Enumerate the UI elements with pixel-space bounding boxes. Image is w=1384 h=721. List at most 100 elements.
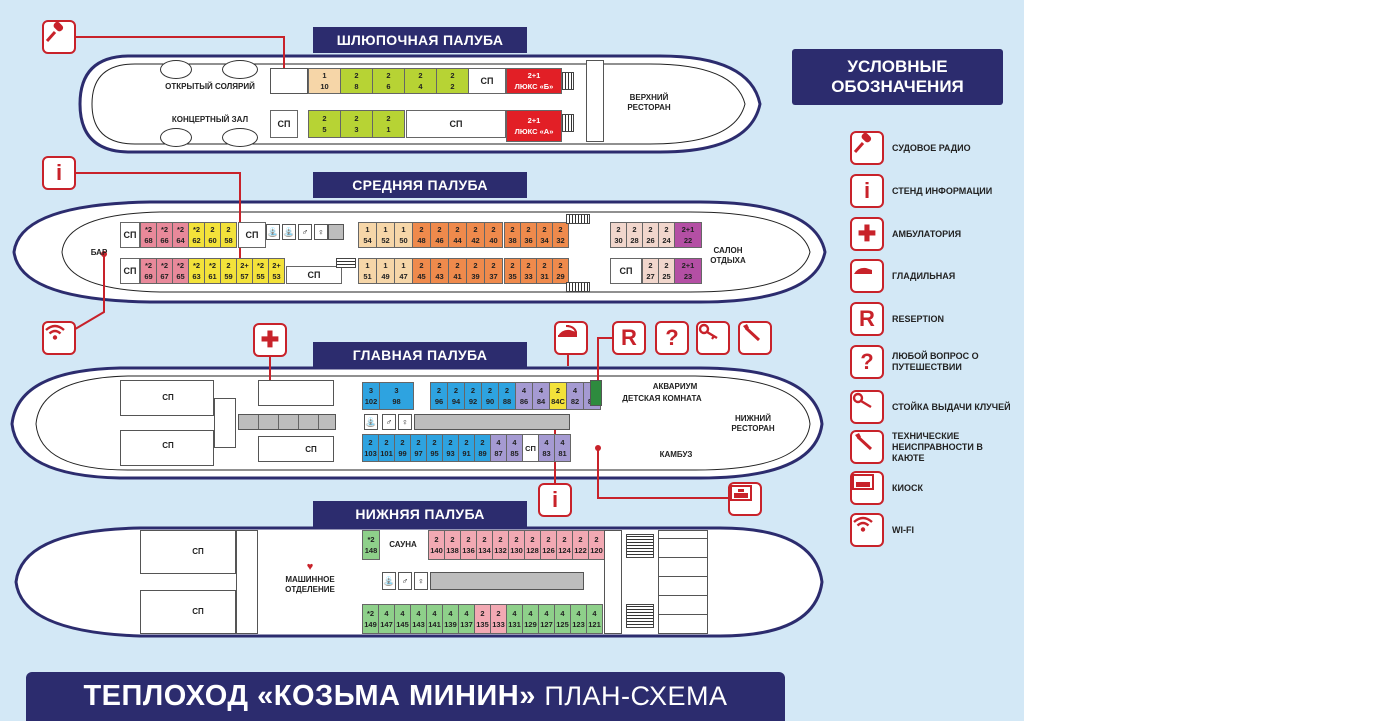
wifi-icon[interactable] (42, 321, 76, 355)
kiosk-icon[interactable] (728, 482, 762, 516)
r-letter-icon[interactable]: R (612, 321, 646, 355)
key-icon[interactable] (696, 321, 730, 355)
iron-icon[interactable] (554, 321, 588, 355)
microphone-icon[interactable] (42, 20, 76, 54)
info-icon[interactable]: i (538, 483, 572, 517)
info-icon[interactable]: i (42, 156, 76, 190)
wrench-icon[interactable] (738, 321, 772, 355)
cabin[interactable]: СП (522, 434, 539, 462)
cabin[interactable]: 2+53 (268, 258, 285, 284)
red-cross-icon[interactable]: ✚ (253, 323, 287, 357)
question-icon[interactable]: ? (655, 321, 689, 355)
